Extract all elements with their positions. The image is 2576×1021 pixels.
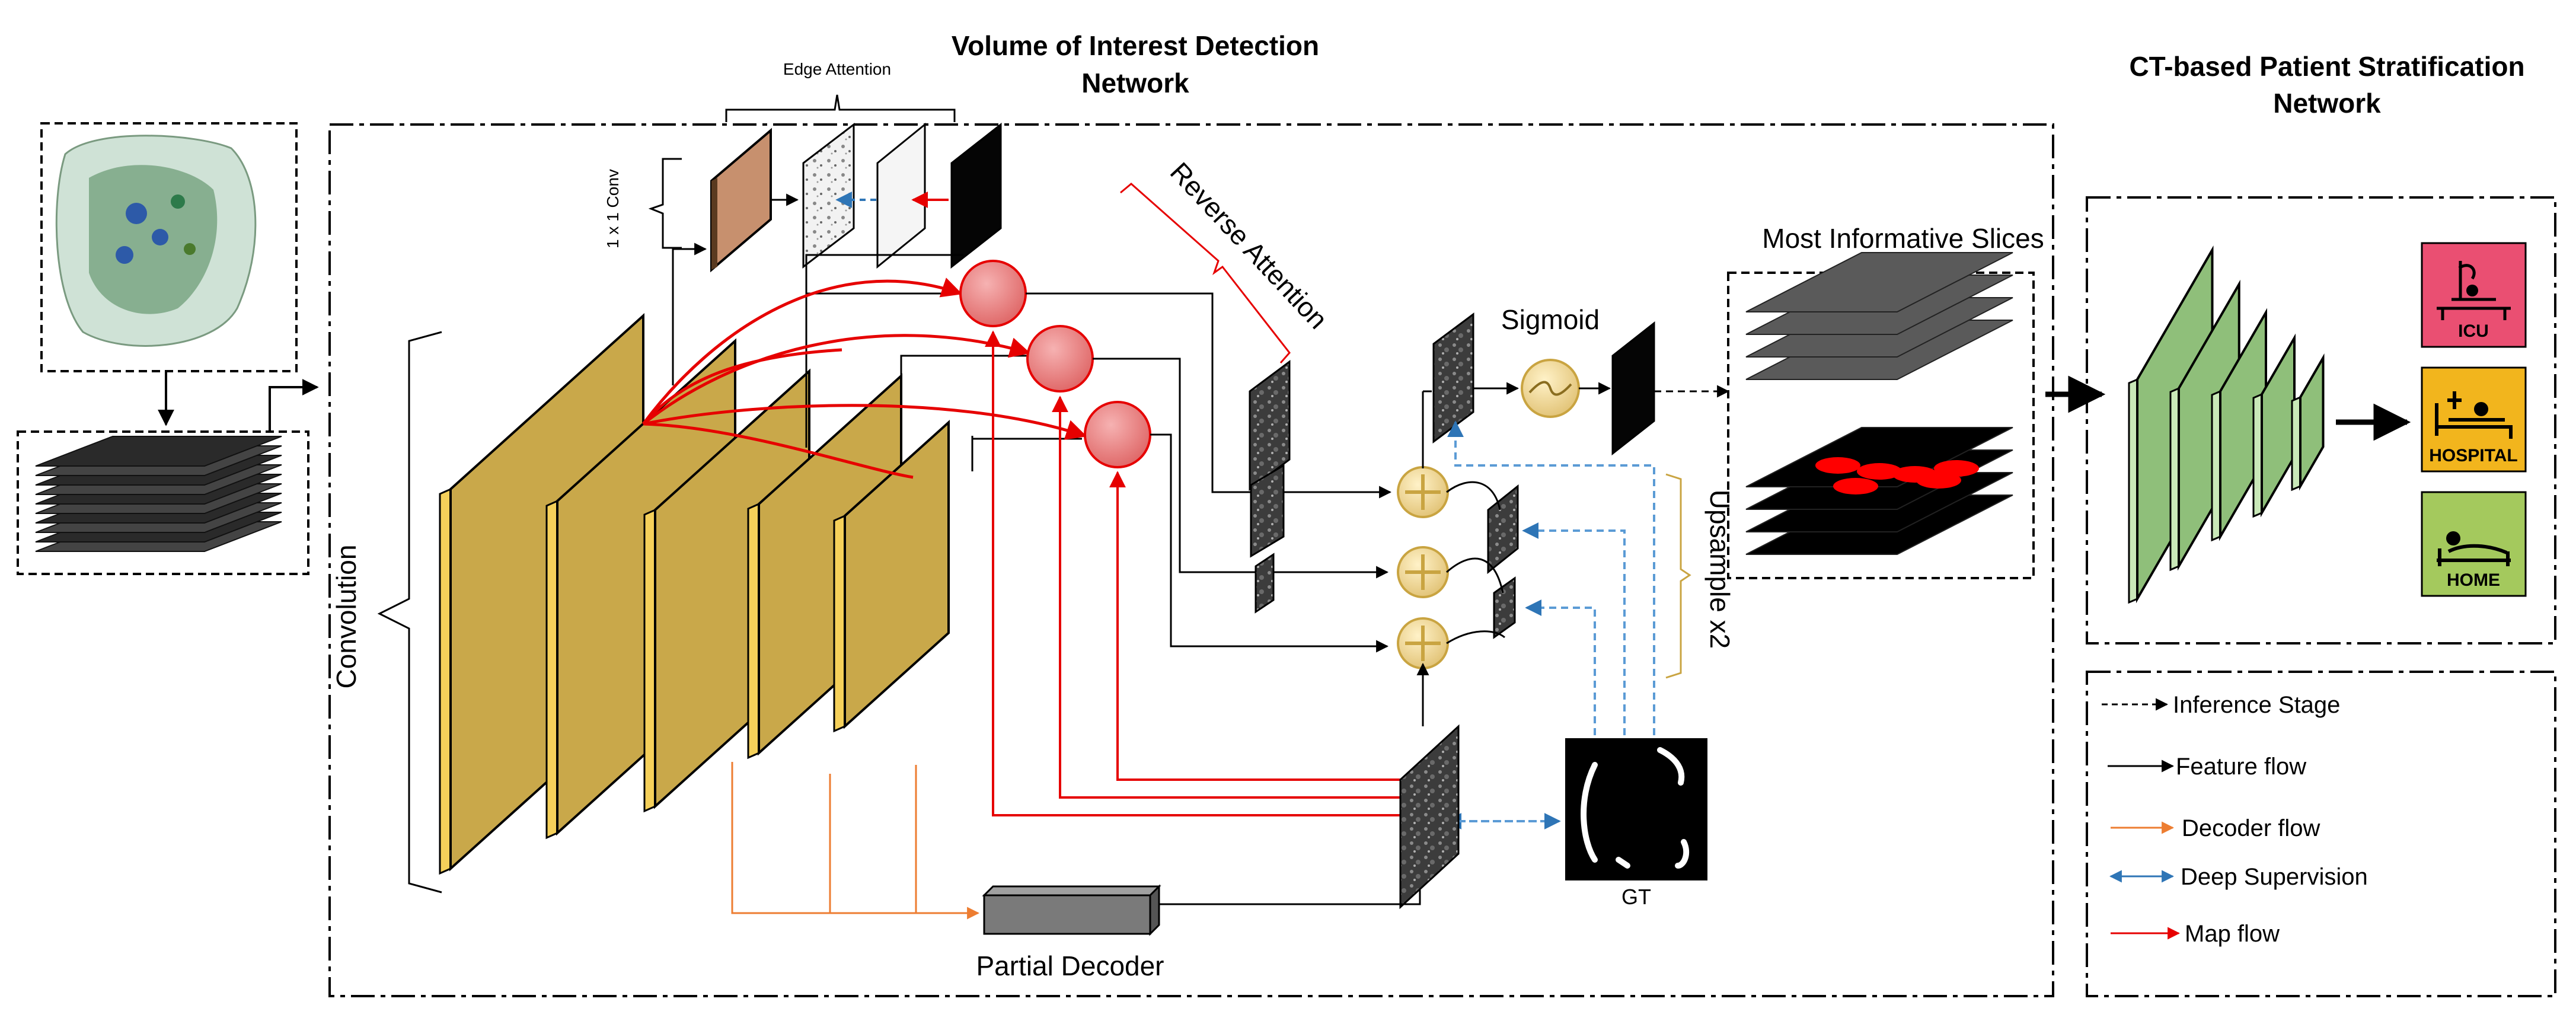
legend-feature-flow: Feature flow: [2108, 754, 2306, 780]
strat-title-line2: Network: [2273, 88, 2381, 119]
legend-inference: Inference Stage: [2102, 692, 2340, 718]
feature-block-side: [545, 499, 558, 840]
outcome-icu-label: ICU: [2458, 321, 2489, 341]
most-informative-label: Most Informative Slices: [1762, 223, 2044, 254]
legend-box: [2086, 671, 2556, 997]
svg-text:Feature flow: Feature flow: [2176, 754, 2306, 780]
sigmoid-label: Sigmoid: [1501, 304, 1600, 335]
stratification-box: [2086, 196, 2556, 644]
voi-title-line1: Volume of Interest Detection: [952, 30, 1319, 61]
feature-flow-lines: [672, 243, 1082, 471]
ct-volume-image: [55, 135, 257, 347]
ct-volume-box: [40, 122, 298, 372]
edge-attention-label: Edge Attention: [783, 60, 891, 78]
edge-map-1: [802, 122, 855, 269]
ct-slices-box: [17, 430, 309, 575]
lesion-mark: [1815, 457, 1860, 474]
upsample-brace: [1665, 473, 1691, 679]
feature-block-side: [833, 514, 846, 733]
outcome-home-label: HOME: [2447, 570, 2500, 590]
upsample-map-1: [1487, 484, 1519, 575]
reverse-attention-label: Reverse Attention: [1164, 157, 1334, 335]
upsample-map-2: [1493, 576, 1516, 639]
reverse-attention-node-1: [959, 260, 1027, 327]
attention-output-lines: [1026, 292, 1392, 653]
aggregation-nodes: [1397, 466, 1449, 669]
reverse-attention-brace: [1120, 183, 1291, 363]
voi-network-box: [328, 123, 2054, 997]
feature-block-side: [747, 502, 760, 760]
upsample-curves: [1446, 481, 1505, 644]
feature-block-side: [643, 508, 656, 813]
conv-1x1-label: 1 x 1 Conv: [604, 169, 622, 248]
ct-slice-stack: [35, 436, 282, 552]
svg-text:Map flow: Map flow: [2185, 921, 2280, 947]
strat-title-line1: CT-based Patient Stratification: [2129, 51, 2524, 82]
edge-map-2: [876, 122, 926, 269]
sigmoid-output-map: [1611, 321, 1655, 456]
svg-text:Decoder flow: Decoder flow: [2182, 815, 2320, 841]
upsample-label: Upsample x2: [1704, 490, 1735, 649]
edge-map-3: [950, 122, 1002, 269]
decoder-output-map: [1399, 724, 1460, 910]
stratification-blocks: [2128, 245, 2325, 604]
map-flow-curves: [641, 277, 1087, 479]
deep-supervision-lines: [1445, 420, 1655, 829]
informative-slice: [1745, 252, 2013, 312]
reverse-attention-node-2: [1026, 325, 1094, 393]
informative-slice-stack: [1745, 252, 2013, 555]
svg-text:Inference Stage: Inference Stage: [2173, 692, 2340, 718]
legend-decoder-flow: Decoder flow: [2111, 815, 2320, 841]
legend-deep-supervision: Deep Supervision: [2109, 864, 2368, 890]
svg-text:Deep Supervision: Deep Supervision: [2181, 864, 2368, 890]
partial-decoder-block: [982, 884, 1161, 936]
lesion-mark: [1934, 460, 1979, 477]
attention-map-1: [1249, 360, 1291, 491]
attention-map-3: [1255, 553, 1275, 614]
conv-1x1-brace: [648, 158, 682, 249]
icu-bed-icon: [2437, 261, 2511, 320]
encoder-feature-blocks: [439, 313, 950, 875]
attention-map-2: [1250, 464, 1285, 558]
voi-title-line2: Network: [1081, 68, 1189, 98]
partial-decoder-label: Partial Decoder: [976, 950, 1164, 981]
outcome-icu: ICU: [2421, 242, 2527, 348]
convolution-label: Convolution: [331, 545, 362, 689]
edge-attention-brace: [725, 94, 956, 122]
map-flow-verticals: [985, 330, 1408, 816]
hospital-bed-icon: [2435, 391, 2513, 439]
arrow-slices-to-network: [269, 379, 319, 432]
feature-block: [844, 420, 950, 729]
informative-slices-box: [1727, 272, 2035, 579]
conv-1x1-block: [710, 127, 772, 273]
reverse-attention-node-3: [1084, 401, 1151, 468]
aggregated-map: [1432, 312, 1474, 444]
legend-map-flow: Map flow: [2111, 921, 2280, 947]
outcome-home: HOME: [2421, 491, 2527, 597]
lesion-mark: [1833, 478, 1878, 494]
convolution-brace: [377, 331, 442, 894]
feature-block-side: [439, 487, 452, 875]
strat-block: [2299, 353, 2325, 491]
outcome-hospital-label: HOSPITAL: [2429, 446, 2517, 465]
lesion-mark: [1857, 463, 1902, 480]
decoder-flow-lines: [731, 762, 980, 920]
home-bed-icon: [2437, 544, 2511, 566]
outcome-hospital: HOSPITAL: [2421, 366, 2527, 473]
gt-label: GT: [1621, 885, 1651, 909]
